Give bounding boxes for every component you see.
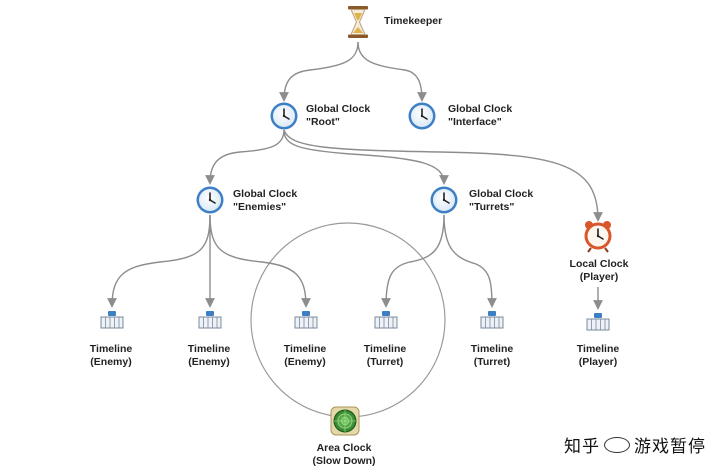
clock-icon [408,102,436,130]
watermark-text-1: 知乎 [564,437,600,457]
timeline-enemy-2-label-1: Timeline [188,343,231,355]
edge-root-enemies [205,129,285,185]
edge-enemies-tl3 [209,214,311,308]
radar-icon [330,406,360,436]
timeline-enemy-1-label-2: (Enemy) [90,356,131,368]
node-timeline-enemy-3: Timeline (Enemy) [284,311,327,368]
node-global-clock-enemies: Global Clock "Enemies" [196,186,297,214]
timeline-icon [586,313,610,331]
timeline-enemy-1-label-1: Timeline [90,343,133,355]
global-clock-root-label-1: Global Clock [306,103,370,115]
timeline-turret-2-label-2: (Turret) [474,356,511,368]
global-clock-interface-label-1: Global Clock [448,103,512,115]
timeline-player-label-2: (Player) [579,356,618,368]
global-clock-enemies-label-2: "Enemies" [233,201,286,213]
timeline-icon [100,311,124,329]
edge-turrets-tl1 [381,214,445,308]
edge-timekeeper-interface [357,41,427,102]
timeline-icon [480,311,504,329]
global-clock-turrets-label-1: Global Clock [469,188,533,200]
node-local-clock-player: Local Clock (Player) [570,221,629,283]
global-clock-root-label-2: "Root" [306,116,340,128]
node-area-clock: Area Clock (Slow Down) [313,406,376,467]
area-clock-label-2: (Slow Down) [313,455,376,467]
global-clock-interface-label-2: "Interface" [448,116,502,128]
timeline-icon [198,311,222,329]
edge-root-turrets [283,129,449,185]
node-global-clock-root: Global Clock "Root" [270,102,370,130]
area-clock-range-ring [250,222,446,418]
timeline-turret-1-label-1: Timeline [364,343,407,355]
node-global-clock-interface: Global Clock "Interface" [408,102,512,130]
watermark-logo-icon [604,436,630,453]
timeline-icon [294,311,318,329]
alarm-clock-icon [584,221,612,253]
node-timeline-enemy-2: Timeline (Enemy) [188,311,231,368]
node-timeline-turret-2: Timeline (Turret) [471,311,514,368]
edge-root-player [283,129,603,222]
edge-turrets-tl2 [443,214,497,308]
node-global-clock-turrets: Global Clock "Turrets" [430,186,533,214]
timekeeper-label: Timekeeper [384,15,442,27]
node-timeline-turret-1: Timeline (Turret) [364,311,407,368]
timeline-enemy-3-label-2: (Enemy) [284,356,325,368]
timeline-icon [374,311,398,329]
hourglass-icon [348,6,368,38]
timeline-turret-2-label-1: Timeline [471,343,514,355]
timeline-enemy-3-label-1: Timeline [284,343,327,355]
node-timeline-player: Timeline (Player) [577,313,620,368]
node-timekeeper: Timekeeper [348,6,442,38]
local-clock-player-label-2: (Player) [580,271,619,283]
edge-enemies-tl1 [107,214,211,308]
watermark-text-2: 游戏暂停 [634,437,706,457]
clock-icon [430,186,458,214]
local-clock-player-label-1: Local Clock [570,258,629,270]
timeline-enemy-2-label-2: (Enemy) [188,356,229,368]
edges [107,41,603,310]
global-clock-turrets-label-2: "Turrets" [469,201,514,213]
clock-icon [270,102,298,130]
watermark: 知乎 游戏暂停 [564,432,706,457]
timeline-turret-1-label-2: (Turret) [367,356,404,368]
global-clock-enemies-label-1: Global Clock [233,188,297,200]
edge-timekeeper-root [279,41,359,102]
timeline-player-label-1: Timeline [577,343,620,355]
clock-icon [196,186,224,214]
area-clock-label-1: Area Clock [317,442,372,454]
node-timeline-enemy-1: Timeline (Enemy) [90,311,133,368]
